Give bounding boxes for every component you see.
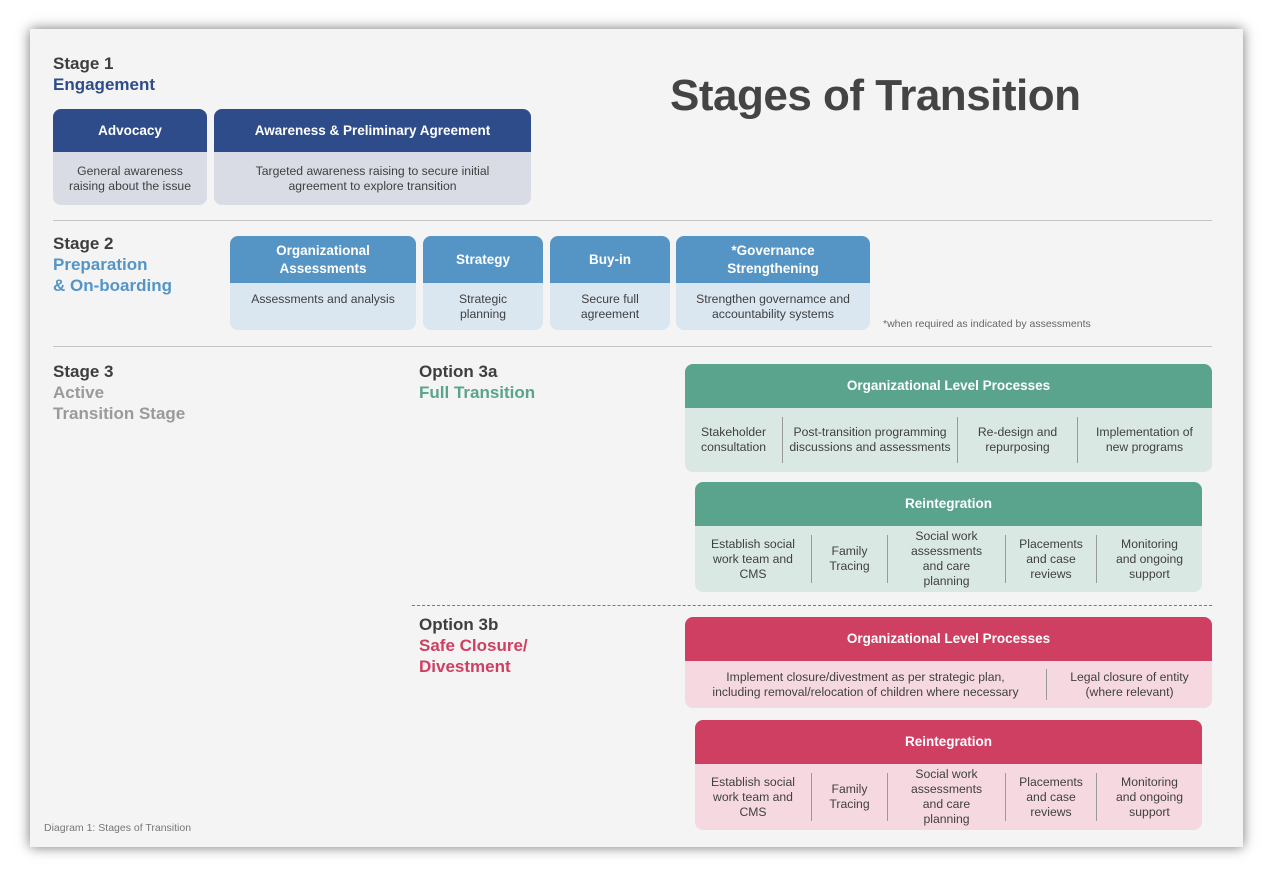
reintegration-cell: Monitoring and ongoing support [1115, 536, 1184, 581]
card-organizational-assessments: Organizational Assessments Assessments a… [230, 236, 416, 330]
cell-separator [811, 773, 812, 821]
reintegration-cell: Establish social work team and CMS [711, 774, 795, 819]
card-strategy: Strategy Strategic planning [423, 236, 543, 330]
cell-separator [811, 535, 812, 583]
stage1-name: Engagement [53, 75, 156, 94]
card-3a-organizational-level-processes: Organizational Level Processes Stakehold… [685, 364, 1212, 472]
card-header: Buy-in [550, 236, 670, 283]
card-body: Strategic planning [423, 283, 543, 330]
card-advocacy: Advocacy General awareness raising about… [53, 109, 207, 205]
stage2-name-line1: Preparation [53, 255, 148, 274]
cell-separator [1077, 417, 1078, 463]
card-header: Reintegration [695, 720, 1202, 764]
cell-separator [1096, 535, 1097, 583]
stage3-heading: Stage 3 Active Transition Stage [53, 361, 185, 424]
card-3b-reintegration: Reintegration Establish social work team… [695, 720, 1202, 830]
card-awareness-preliminary-agreement: Awareness & Preliminary Agreement Target… [214, 109, 531, 205]
reintegration-cell: Establish social work team and CMS [711, 536, 795, 581]
process-cell: Post-transition programming discussions … [789, 425, 951, 454]
reintegration-cell: Family Tracing [829, 544, 870, 573]
cell-separator [1005, 773, 1006, 821]
option-3a-name: Full Transition [419, 383, 536, 402]
dashed-divider [412, 605, 1212, 606]
card-body: General awareness raising about the issu… [53, 152, 207, 205]
card-body: Assessments and analysis [230, 283, 416, 330]
cell-separator [1096, 773, 1097, 821]
process-cell: Re-design and repurposing [977, 425, 1058, 454]
stage3-number: Stage 3 [53, 362, 114, 381]
card-header: Advocacy [53, 109, 207, 152]
divider [53, 220, 1212, 221]
process-cell: Implement closure/divestment as per stra… [712, 669, 1019, 699]
divider [53, 346, 1212, 347]
cell-separator [1046, 669, 1047, 700]
card-header: Reintegration [695, 482, 1202, 526]
reintegration-cell: Placements and case reviews [1019, 774, 1083, 819]
card-header: Strategy [423, 236, 543, 283]
option-3b-name-line2: Divestment [419, 657, 511, 676]
stage2-name-line2: & On-boarding [53, 276, 172, 295]
card-body: Strengthen governamce and accountability… [676, 283, 870, 330]
reintegration-cell: Family Tracing [829, 782, 870, 811]
card-body: Stakeholder consultation Post-transition… [685, 408, 1212, 472]
stage1-heading: Stage 1 Engagement [53, 53, 155, 95]
option-3b-heading: Option 3b Safe Closure/ Divestment [419, 614, 528, 677]
option-3a-label: Option 3a [419, 362, 498, 381]
reintegration-cell: Social work assessments and care plannin… [910, 767, 983, 826]
cell-separator [957, 417, 958, 463]
card-header: *Governance Strengthening [676, 236, 870, 283]
card-header: Awareness & Preliminary Agreement [214, 109, 531, 152]
reintegration-cell: Monitoring and ongoing support [1115, 774, 1184, 819]
card-body: Establish social work team and CMS Famil… [695, 526, 1202, 592]
card-buy-in: Buy-in Secure full agreement [550, 236, 670, 330]
diagram-caption: Diagram 1: Stages of Transition [44, 822, 192, 834]
card-3a-reintegration: Reintegration Establish social work team… [695, 482, 1202, 592]
card-body: Establish social work team and CMS Famil… [695, 764, 1202, 830]
page-title: Stages of Transition [670, 71, 1081, 120]
reintegration-cell: Social work assessments and care plannin… [910, 529, 983, 588]
stage2-heading: Stage 2 Preparation & On-boarding [53, 233, 172, 296]
diagram-page: Stages of Transition Stage 1 Engagement … [30, 29, 1243, 847]
reintegration-cell: Placements and case reviews [1019, 536, 1083, 581]
stage1-number: Stage 1 [53, 54, 114, 73]
governance-note: *when required as indicated by assessmen… [883, 318, 1091, 330]
option-3a-heading: Option 3a Full Transition [419, 361, 535, 403]
option-3b-label: Option 3b [419, 615, 499, 634]
card-header: Organizational Level Processes [685, 617, 1212, 661]
card-body: Secure full agreement [550, 283, 670, 330]
cell-separator [782, 417, 783, 463]
card-body: Targeted awareness raising to secure ini… [214, 152, 531, 205]
process-cell: Stakeholder consultation [700, 425, 767, 454]
stage3-name-line1: Active [53, 383, 105, 402]
card-3b-organizational-level-processes: Organizational Level Processes Implement… [685, 617, 1212, 708]
process-cell: Legal closure of entity (where relevant) [1070, 669, 1189, 699]
card-header: Organizational Level Processes [685, 364, 1212, 408]
stage3-name-line2: Transition Stage [53, 404, 186, 423]
option-3b-name-line1: Safe Closure/ [419, 636, 528, 655]
stage2-number: Stage 2 [53, 234, 114, 253]
card-governance-strengthening: *Governance Strengthening Strengthen gov… [676, 236, 870, 330]
cell-separator [1005, 535, 1006, 583]
card-body: Implement closure/divestment as per stra… [685, 661, 1212, 708]
cell-separator [887, 773, 888, 821]
process-cell: Implementation of new programs [1096, 425, 1193, 454]
cell-separator [887, 535, 888, 583]
card-header: Organizational Assessments [230, 236, 416, 283]
